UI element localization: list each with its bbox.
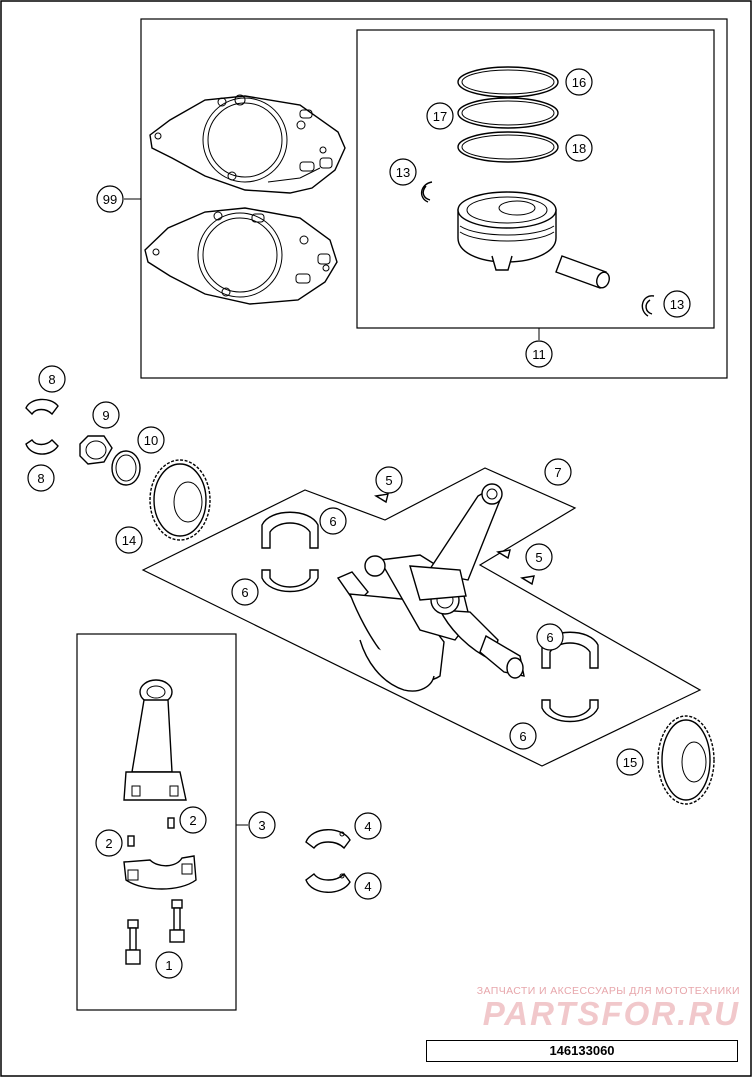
callout-5-lower-label: 5 [535, 550, 542, 565]
dowel-pin-2-a [127, 835, 135, 847]
callout-14: 14 [115, 526, 143, 554]
callout-18-label: 18 [572, 141, 586, 156]
connecting-rod-cap [123, 855, 197, 890]
callout-7-label: 7 [554, 465, 561, 480]
callout-16-label: 16 [572, 75, 586, 90]
nut-9 [79, 435, 113, 465]
callout-13-right: 13 [663, 290, 691, 318]
piston-ring-17 [457, 97, 559, 129]
callout-16: 16 [565, 68, 593, 96]
bearing-shell-4-lower [305, 872, 351, 893]
piston-pin [555, 255, 610, 289]
callout-4-lower-label: 4 [364, 879, 371, 894]
gear-14 [149, 459, 211, 541]
connecting-rod-assembled [409, 483, 503, 601]
callout-10: 10 [137, 426, 165, 454]
diagram-number-box: 146133060 [426, 1040, 738, 1062]
callout-99: 99 [96, 185, 124, 213]
callout-2-left-label: 2 [105, 836, 112, 851]
callout-15: 15 [616, 748, 644, 776]
cylinder-head-gasket-upper [149, 94, 346, 194]
watermark-tagline: ЗАПЧАСТИ И АКСЕССУАРЫ ДЛЯ МОТОТЕХНИКИ [476, 985, 740, 997]
callout-2-right: 2 [179, 806, 207, 834]
callout-8-lower: 8 [27, 464, 55, 492]
callout-8-upper: 8 [38, 365, 66, 393]
callout-17-label: 17 [433, 109, 447, 124]
callout-5-lower: 5 [525, 543, 553, 571]
gear-15 [657, 715, 715, 805]
callout-6-a-label: 6 [329, 514, 336, 529]
callout-2-left: 2 [95, 829, 123, 857]
callout-4-upper: 4 [354, 812, 382, 840]
callout-1: 1 [155, 951, 183, 979]
callout-99-label: 99 [103, 192, 117, 207]
callout-5-upper-label: 5 [385, 473, 392, 488]
callout-18: 18 [565, 134, 593, 162]
callout-15-label: 15 [623, 755, 637, 770]
bearing-shell-8-lower [25, 439, 59, 455]
circlip-right [641, 295, 655, 317]
woodruff-key-5-c [520, 575, 535, 586]
connecting-rod-kit-frame [76, 633, 237, 1011]
callout-6-c-label: 6 [546, 630, 553, 645]
crankshaft-assembly-frame [141, 467, 702, 767]
callout-6-b: 6 [231, 578, 259, 606]
bearing-shell-4-upper [305, 829, 351, 850]
callout-3: 3 [248, 811, 276, 839]
woodruff-key-5-b [496, 549, 511, 560]
callout-11-label: 11 [532, 347, 546, 362]
bearing-shell-6-d [541, 699, 599, 723]
callout-6-c: 6 [536, 623, 564, 651]
bearing-shell-6-b [261, 569, 319, 593]
callout-13-left: 13 [389, 158, 417, 186]
callout-3-label: 3 [258, 818, 265, 833]
callout-7: 7 [544, 458, 572, 486]
conrod-bolt-1-b [169, 899, 185, 943]
connecting-rod [123, 679, 187, 801]
callout-14-label: 14 [122, 533, 136, 548]
callout-13-left-label: 13 [396, 165, 410, 180]
dowel-pin-2-b [167, 817, 175, 829]
callout-6-b-label: 6 [241, 585, 248, 600]
callout-6-a: 6 [319, 507, 347, 535]
callout-4-upper-label: 4 [364, 819, 371, 834]
callout-8-lower-label: 8 [37, 471, 44, 486]
bearing-shell-6-a [261, 511, 319, 549]
callout-10-label: 10 [144, 433, 158, 448]
crankshaft [336, 554, 525, 692]
cylinder-base-gasket [144, 207, 338, 305]
callout-17: 17 [426, 102, 454, 130]
callout-11: 11 [525, 340, 553, 368]
conrod-bolt-1-a [125, 919, 141, 965]
piston-kit-frame [356, 29, 715, 329]
callout-6-d-label: 6 [519, 729, 526, 744]
watermark-logo: PARTSFOR.RU [482, 995, 740, 1032]
callout-13-right-label: 13 [670, 297, 684, 312]
washer-10 [111, 450, 141, 486]
callout-1-label: 1 [165, 958, 172, 973]
callout-6-d: 6 [509, 722, 537, 750]
piston-ring-18 [457, 131, 559, 163]
callout-9-label: 9 [102, 408, 109, 423]
callout-2-right-label: 2 [189, 813, 196, 828]
piston [457, 191, 557, 271]
callout-5-upper: 5 [375, 466, 403, 494]
piston-ring-16 [457, 66, 559, 98]
bearing-shell-8-upper [25, 398, 59, 416]
callout-4-lower: 4 [354, 872, 382, 900]
callout-8-upper-label: 8 [48, 372, 55, 387]
gasket-kit-frame [140, 18, 728, 379]
callout-9: 9 [92, 401, 120, 429]
circlip-left [421, 181, 433, 203]
woodruff-key-5-a [374, 493, 389, 504]
